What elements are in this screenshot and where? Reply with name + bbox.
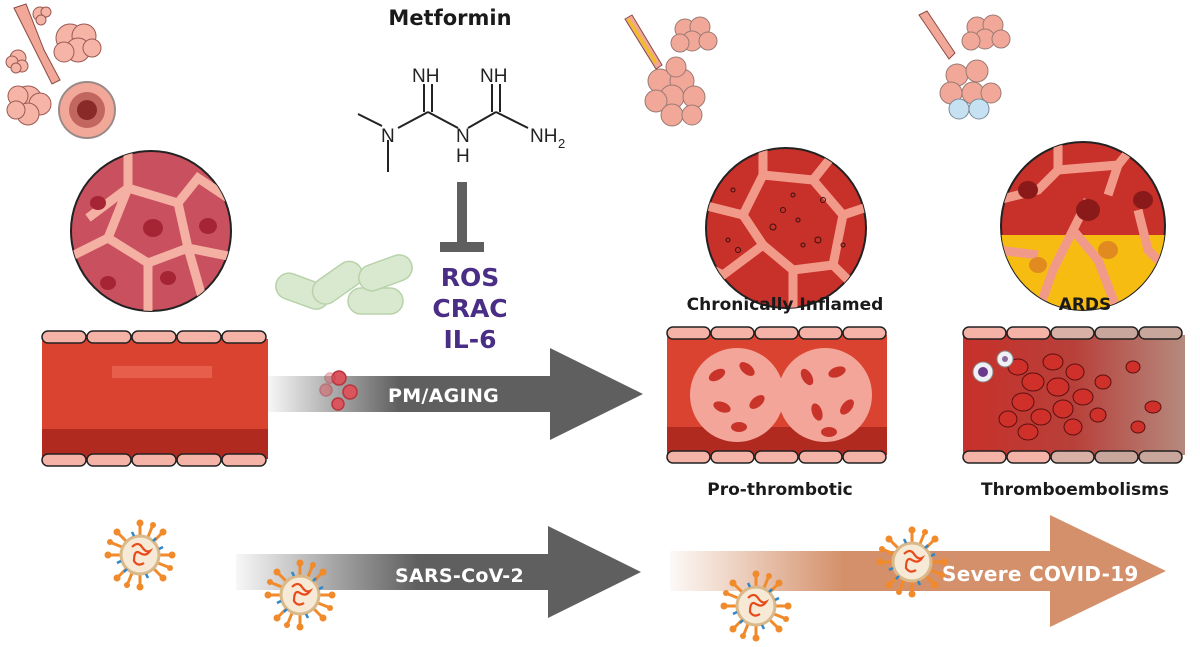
thromboembolisms-label: Thromboembolisms (980, 480, 1170, 500)
target-il6: IL-6 (443, 325, 497, 354)
atom-n-dimethyl: N (381, 126, 395, 147)
virus-icon (875, 525, 949, 599)
inflamed-tissue-icon (705, 147, 867, 309)
atom-h-center: H (456, 146, 470, 167)
healthy-vessel-icon (41, 330, 268, 467)
inflamed-label: Chronically Inflamed (686, 295, 884, 315)
drug-name: Metformin (388, 6, 512, 30)
severe-covid-label: Severe COVID-19 (942, 562, 1139, 586)
target-ros: ROS (440, 263, 500, 292)
ards-lung-icon (918, 10, 1011, 120)
inflamed-lung-icon (624, 14, 718, 127)
mitochondria-icon (275, 254, 413, 315)
sars-cov-2-label: SARS-CoV-2 (395, 565, 525, 587)
prothrombotic-label: Pro-thrombotic (707, 480, 853, 500)
thromboembolism-vessel-icon (962, 326, 1185, 464)
atom-nh-right: NH (480, 66, 507, 87)
pm-aging-arrow (268, 348, 643, 440)
ards-label: ARDS (1058, 295, 1112, 315)
healthy-tissue-icon (70, 150, 232, 312)
inhibit-bar-icon (440, 182, 484, 252)
virus-icon (103, 518, 177, 592)
lung-alveoli-icon (5, 3, 116, 139)
atom-subscript: 2 (558, 136, 565, 151)
target-crac: CRAC (432, 294, 508, 323)
virus-icon (719, 569, 793, 643)
prothrombotic-vessel-icon (666, 326, 887, 464)
sars-cov-2-arrow (236, 526, 641, 618)
atom-nh2: NH (530, 126, 557, 147)
virus-icon (263, 558, 337, 632)
pm-aging-label: PM/AGING (388, 385, 500, 407)
atom-n-center: N (456, 126, 470, 147)
metformin-structure: NH NH N N H NH 2 (357, 66, 565, 172)
atom-nh-left: NH (412, 66, 439, 87)
ards-tissue-icon (1000, 141, 1166, 311)
